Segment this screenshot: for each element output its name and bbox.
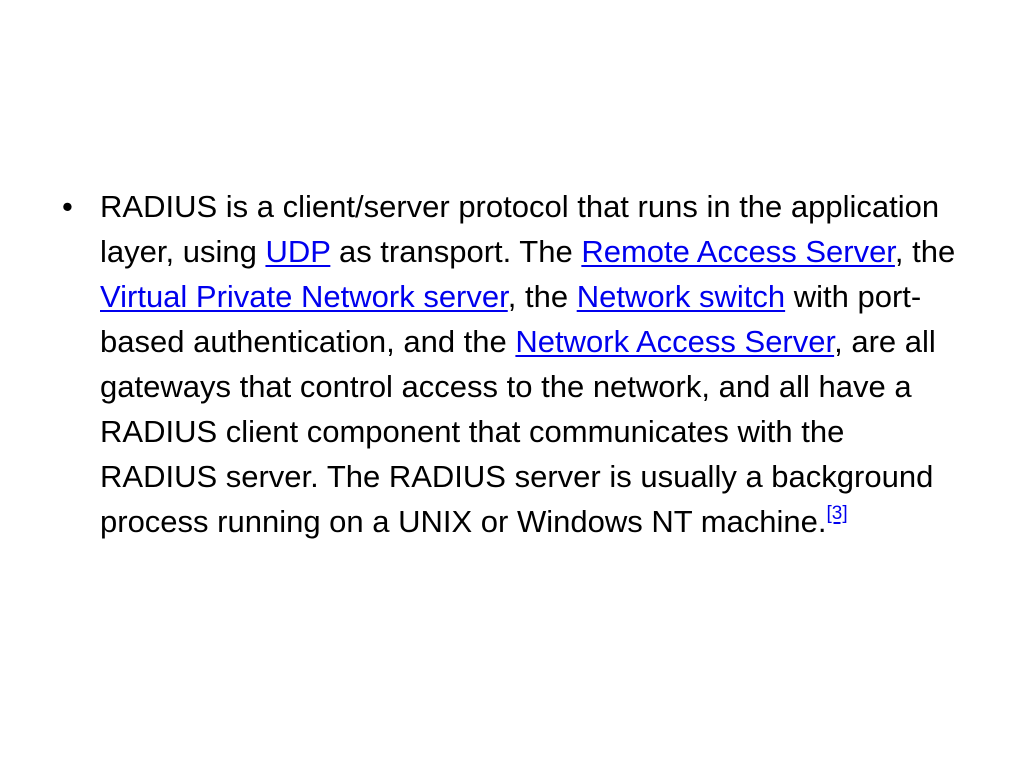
text-segment-5: with port-based authentication, and the bbox=[100, 279, 922, 359]
link-virtual-private-network-server[interactable]: Virtual Private Network server bbox=[100, 279, 508, 314]
bullet-icon: • bbox=[62, 189, 73, 224]
link-network-access-server[interactable]: Network Access Server bbox=[515, 324, 835, 359]
link-udp[interactable]: UDP bbox=[265, 234, 331, 269]
text-segment-1: RADIUS is a client/server protocol that … bbox=[100, 189, 940, 269]
text-segment-3: , the bbox=[894, 234, 956, 269]
citation-link[interactable]: [3] bbox=[826, 503, 848, 524]
text-segment-6: , are all gateways that control access t… bbox=[100, 324, 936, 539]
bullet-paragraph: RADIUS is a client/server protocol that … bbox=[62, 184, 967, 544]
text-segment-2: as transport. The bbox=[330, 234, 582, 269]
text-segment-4: , the bbox=[507, 279, 577, 314]
bullet-list: • RADIUS is a client/server protocol tha… bbox=[62, 184, 967, 544]
link-remote-access-server[interactable]: Remote Access Server bbox=[581, 234, 895, 269]
link-network-switch[interactable]: Network switch bbox=[576, 279, 786, 314]
